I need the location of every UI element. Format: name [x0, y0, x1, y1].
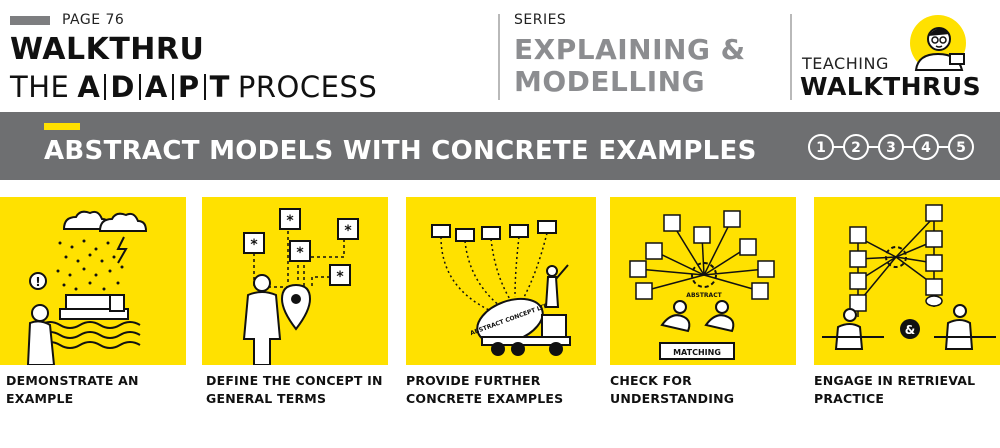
- band-accent-mark: [44, 123, 80, 130]
- header-divider: [498, 14, 500, 100]
- svg-text:*: *: [336, 269, 344, 285]
- adapt-letter: D: [110, 70, 135, 104]
- page-title: WALKTHRU: [10, 32, 205, 67]
- panel-check: ABSTRACT MATCHING: [610, 197, 796, 365]
- series-name-line: EXPLAINING &: [514, 33, 746, 66]
- adapt-letter: P: [177, 70, 200, 104]
- caption-line: DEFINE THE CONCEPT IN: [206, 373, 383, 388]
- series-name: EXPLAINING & MODELLING: [514, 34, 746, 98]
- caption-line: PROVIDE FURTHER: [406, 373, 541, 388]
- caption-line: DEMONSTRATE AN: [6, 373, 139, 388]
- caption-line: GENERAL TERMS: [206, 391, 327, 406]
- svg-text:*: *: [344, 223, 352, 239]
- person-location-pin-icon: *****: [242, 208, 359, 365]
- step-3: 3: [878, 134, 904, 160]
- svg-text:*: *: [296, 245, 304, 261]
- person-weather-flood-icon: !: [26, 210, 148, 365]
- caption-line: CHECK FOR: [610, 373, 692, 388]
- step-5: 5: [948, 134, 974, 160]
- page-tag: PAGE 76: [10, 12, 124, 28]
- svg-text:*: *: [286, 213, 294, 229]
- panel-caption: DEFINE THE CONCEPT IN GENERAL TERMS: [206, 372, 383, 408]
- panel-caption: DEMONSTRATE AN EXAMPLE: [6, 372, 139, 408]
- adapt-letter: A: [144, 70, 168, 104]
- adapt-separator: [171, 74, 174, 100]
- adapt-acronym: A D A P T: [77, 70, 230, 104]
- step-4: 4: [913, 134, 939, 160]
- svg-text:2: 2: [851, 140, 861, 156]
- adapt-letter: T: [209, 70, 230, 104]
- page-tag-bar: [10, 15, 50, 25]
- caption-line: EXAMPLE: [6, 391, 74, 406]
- page-number: PAGE 76: [62, 12, 125, 28]
- concrete-mixer-truck-icon: ABSTRACT CONCEPT LTD: [431, 220, 571, 356]
- panel-define: *****: [202, 197, 388, 365]
- adapt-letter: A: [77, 70, 101, 104]
- svg-text:4: 4: [921, 140, 931, 156]
- subtitle-suffix: PROCESS: [237, 70, 378, 104]
- svg-text:MATCHING: MATCHING: [673, 348, 721, 357]
- series-name-line: MODELLING: [514, 65, 706, 98]
- header-divider: [790, 14, 792, 100]
- svg-text:!: !: [35, 275, 40, 289]
- caption-line: UNDERSTANDING: [610, 391, 735, 406]
- step-2: 2: [843, 134, 869, 160]
- panel-provide: ABSTRACT CONCEPT LTD: [406, 197, 596, 365]
- step-1: 1: [808, 134, 834, 160]
- page-subtitle: THE A D A P T PROCESS: [10, 70, 377, 104]
- brand-walkthrus: WALKTHRUS: [800, 72, 982, 101]
- series-label: SERIES: [514, 12, 567, 28]
- svg-text:*: *: [250, 237, 258, 253]
- svg-text:3: 3: [886, 140, 896, 156]
- panel-caption: CHECK FOR UNDERSTANDING: [610, 372, 734, 408]
- adapt-separator: [138, 74, 141, 100]
- adapt-separator: [104, 74, 107, 100]
- subtitle-prefix: THE: [10, 70, 70, 104]
- svg-text:5: 5: [956, 140, 966, 156]
- teacher-character-logo-icon: [910, 15, 966, 71]
- two-people-retrieval-icon: &: [822, 204, 996, 350]
- network-cubes-matching-icon: ABSTRACT MATCHING: [629, 210, 775, 360]
- adapt-separator: [203, 74, 206, 100]
- svg-text:&: &: [905, 323, 915, 337]
- panel-demonstrate: !: [0, 197, 186, 365]
- panel-retrieval: &: [814, 197, 1000, 365]
- caption-line: CONCRETE EXAMPLES: [406, 391, 564, 406]
- caption-line: PRACTICE: [814, 391, 885, 406]
- panel-caption: PROVIDE FURTHER CONCRETE EXAMPLES: [406, 372, 563, 408]
- svg-text:ABSTRACT: ABSTRACT: [686, 292, 722, 299]
- brand-teaching: TEACHING: [802, 54, 889, 73]
- section-heading: ABSTRACT MODELS WITH CONCRETE EXAMPLES: [44, 136, 757, 166]
- svg-text:1: 1: [816, 140, 826, 156]
- caption-line: ENGAGE IN RETRIEVAL: [814, 373, 976, 388]
- step-indicator: 1 2 3 4 5: [808, 134, 974, 160]
- panel-caption: ENGAGE IN RETRIEVAL PRACTICE: [814, 372, 975, 408]
